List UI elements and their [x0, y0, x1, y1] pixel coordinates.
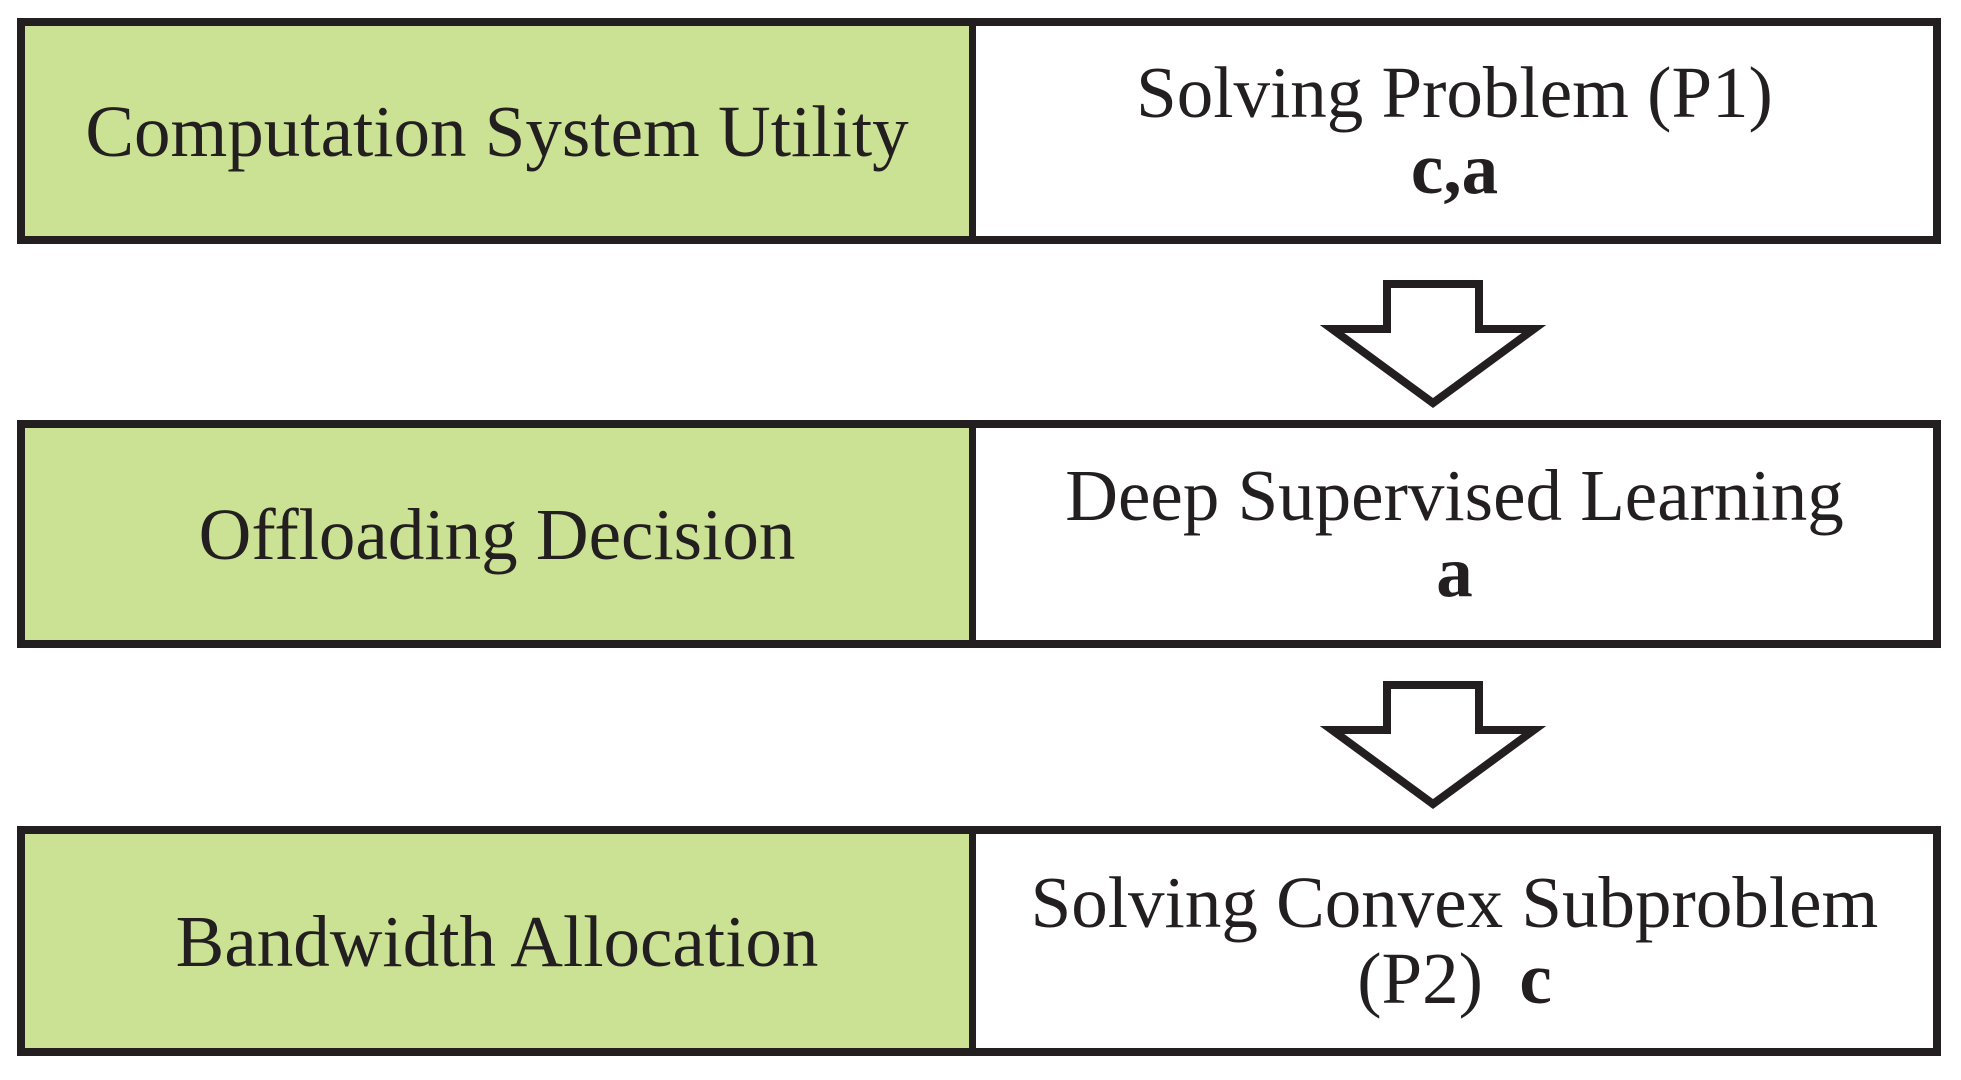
down-arrow-glyph: [1319, 280, 1547, 408]
method-cell-solving-problem-p1: Solving Problem (P1) c,a: [976, 26, 1933, 236]
method-cell-deep-supervised-learning: Deep Supervised Learning a: [976, 428, 1933, 640]
row-bandwidth-allocation: Bandwidth Allocation Solving Convex Subp…: [17, 826, 1941, 1056]
label-cell-offloading-decision: Offloading Decision: [25, 428, 976, 640]
label-text: Offloading Decision: [198, 493, 796, 575]
row-computation-system-utility: Computation System Utility Solving Probl…: [17, 18, 1941, 244]
down-arrow-icon: [1319, 280, 1547, 408]
method-variables: c,a: [1411, 131, 1498, 207]
method-title: Solving Convex Subproblem: [1030, 862, 1879, 944]
label-text: Bandwidth Allocation: [175, 900, 819, 982]
method-variables: a: [1436, 534, 1473, 610]
method-variables: (P2) c: [1357, 941, 1552, 1017]
method-variables-bold: c: [1519, 938, 1552, 1019]
method-title: Solving Problem (P1): [1136, 52, 1773, 134]
method-variables-prefix: (P2): [1357, 938, 1483, 1019]
row-offloading-decision: Offloading Decision Deep Supervised Lear…: [17, 420, 1941, 648]
down-arrow-icon: [1319, 681, 1547, 809]
label-cell-bandwidth-allocation: Bandwidth Allocation: [25, 834, 976, 1048]
method-variables-bold: a: [1436, 531, 1473, 612]
method-variables-bold: c,a: [1410, 128, 1499, 209]
down-arrow-glyph: [1319, 681, 1547, 809]
method-cell-solving-convex-subproblem: Solving Convex Subproblem (P2) c: [976, 834, 1933, 1048]
method-title: Deep Supervised Learning: [1065, 455, 1844, 537]
label-cell-computation-system-utility: Computation System Utility: [25, 26, 976, 236]
label-text: Computation System Utility: [85, 90, 909, 172]
